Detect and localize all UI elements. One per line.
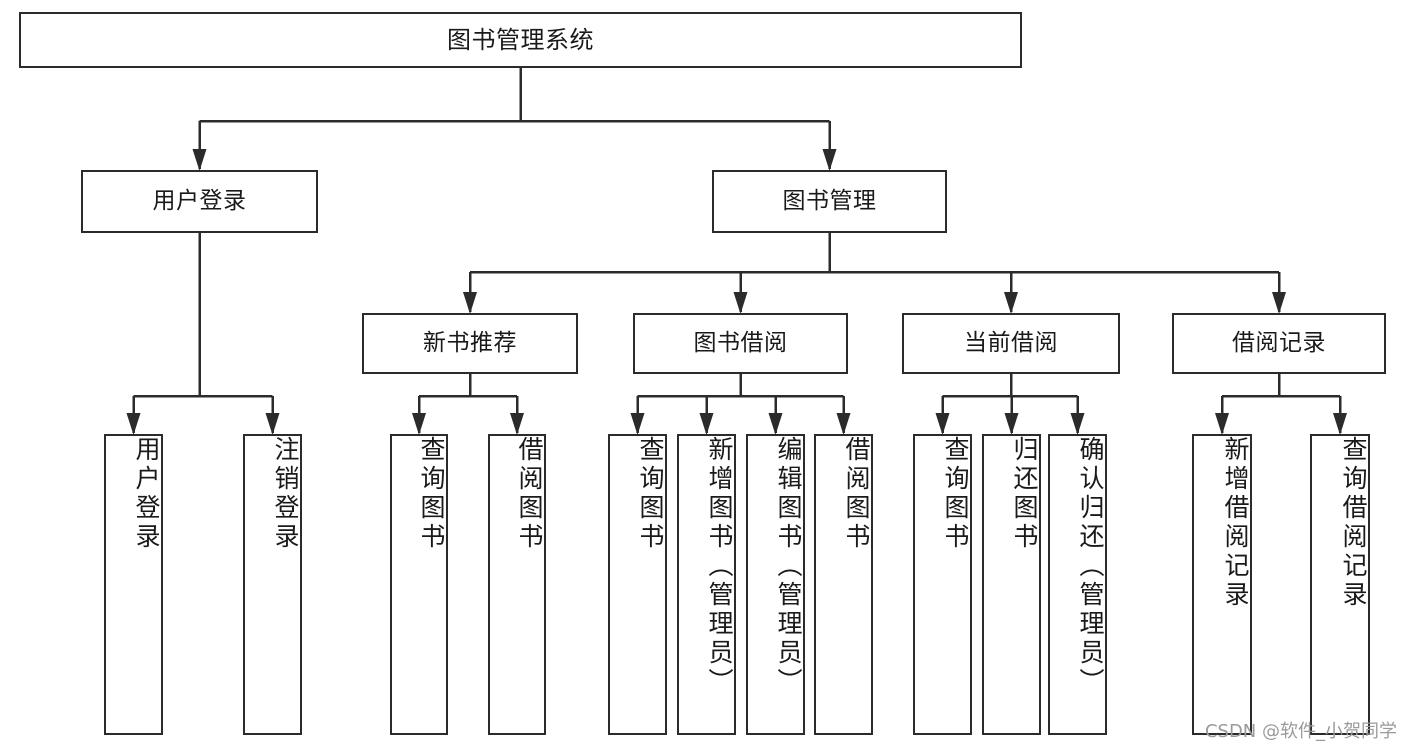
node-leaf-edit-book[interactable]: 编辑图书（管理员） [746, 434, 805, 735]
node-label: 当前借阅 [964, 329, 1058, 356]
node-leaf-add-book[interactable]: 新增图书（管理员） [677, 434, 736, 735]
node-leaf-return-book[interactable]: 归还图书 [982, 434, 1041, 735]
node-label: 编辑图书（管理员） [774, 436, 803, 697]
node-leaf-logout[interactable]: 注销登录 [243, 434, 302, 735]
node-root[interactable]: 图书管理系统 [19, 12, 1022, 68]
node-label: 图书管理系统 [447, 25, 594, 54]
node-leaf-borrow-book-1[interactable]: 借阅图书 [488, 434, 546, 735]
node-label: 新书推荐 [423, 329, 517, 356]
node-label: 确认归还（管理员） [1076, 436, 1105, 697]
node-leaf-query-record[interactable]: 查询借阅记录 [1310, 434, 1370, 735]
node-leaf-query-book-2[interactable]: 查询图书 [608, 434, 667, 735]
node-label: 查询借阅记录 [1339, 436, 1368, 610]
node-label: 注销登录 [271, 436, 300, 552]
node-leaf-add-record[interactable]: 新增借阅记录 [1192, 434, 1252, 735]
node-label: 用户登录 [152, 187, 247, 214]
node-book-manage[interactable]: 图书管理 [712, 170, 947, 233]
node-label: 图书借阅 [693, 329, 788, 356]
node-label: 查询图书 [417, 436, 446, 552]
node-user-login[interactable]: 用户登录 [81, 170, 318, 233]
node-label: 归还图书 [1010, 436, 1039, 552]
node-borrow-record[interactable]: 借阅记录 [1172, 313, 1386, 374]
node-book-borrow[interactable]: 图书借阅 [633, 313, 848, 374]
node-label: 图书管理 [782, 187, 877, 214]
node-leaf-confirm-return[interactable]: 确认归还（管理员） [1048, 434, 1107, 735]
node-label: 用户登录 [132, 436, 161, 552]
node-leaf-query-book-3[interactable]: 查询图书 [913, 434, 972, 735]
node-leaf-query-book-1[interactable]: 查询图书 [390, 434, 448, 735]
node-current-borrow[interactable]: 当前借阅 [902, 313, 1120, 374]
node-label: 借阅图书 [515, 436, 544, 552]
node-label: 新增图书（管理员） [705, 436, 734, 697]
node-label: 借阅记录 [1232, 329, 1326, 356]
node-new-book-rec[interactable]: 新书推荐 [362, 313, 578, 374]
node-label: 借阅图书 [842, 436, 871, 552]
node-leaf-user-login[interactable]: 用户登录 [104, 434, 163, 735]
node-label: 新增借阅记录 [1221, 436, 1250, 610]
node-leaf-borrow-book-2[interactable]: 借阅图书 [814, 434, 873, 735]
node-label: 查询图书 [636, 436, 665, 552]
node-label: 查询图书 [941, 436, 970, 552]
